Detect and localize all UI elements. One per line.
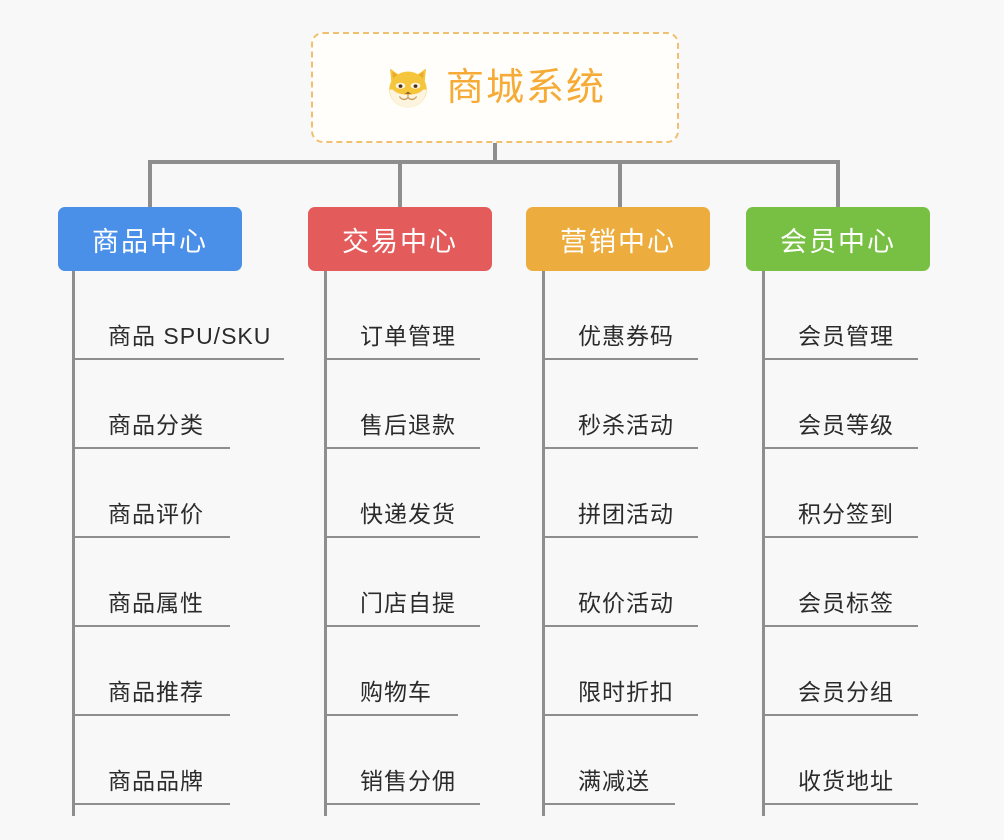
- connector-stem: [493, 143, 497, 162]
- leaf-item[interactable]: 会员管理: [762, 271, 918, 360]
- leaf-underline: [542, 625, 698, 627]
- category-title: 营销中心: [560, 226, 676, 257]
- leaf-label: 积分签到: [798, 501, 894, 527]
- leaf-label: 砍价活动: [578, 590, 674, 616]
- leaf-label: 秒杀活动: [578, 412, 674, 438]
- leaf-item[interactable]: 商品属性: [72, 538, 230, 627]
- leaf-underline: [72, 625, 230, 627]
- leaf-item[interactable]: 拼团活动: [542, 449, 698, 538]
- column-spine: [542, 271, 545, 816]
- category-box-marketing-center[interactable]: 营销中心: [526, 207, 710, 271]
- category-title: 交易中心: [342, 226, 458, 257]
- leaf-underline: [72, 447, 230, 449]
- leaf-label: 会员分组: [798, 679, 894, 705]
- connector-drop-product-center: [148, 160, 152, 208]
- leaf-label: 订单管理: [360, 323, 456, 349]
- leaf-label: 快递发货: [360, 501, 456, 527]
- leaf-underline: [324, 536, 480, 538]
- leaf-item[interactable]: 积分签到: [762, 449, 918, 538]
- leaf-item[interactable]: 秒杀活动: [542, 360, 698, 449]
- leaf-item[interactable]: 收货地址: [762, 716, 918, 805]
- leaf-item[interactable]: 商品推荐: [72, 627, 230, 716]
- connector-drop-marketing-center: [618, 160, 622, 208]
- leaf-underline: [762, 536, 918, 538]
- leaf-label: 商品 SPU/SKU: [108, 323, 272, 349]
- leaf-underline: [324, 625, 480, 627]
- column-spine: [762, 271, 765, 816]
- leaf-underline: [324, 714, 458, 716]
- leaf-item[interactable]: 商品评价: [72, 449, 230, 538]
- leaf-item[interactable]: 砍价活动: [542, 538, 698, 627]
- leaf-label: 会员标签: [798, 590, 894, 616]
- leaf-label: 限时折扣: [578, 679, 674, 705]
- leaf-item[interactable]: 购物车: [324, 627, 458, 716]
- leaf-label: 拼团活动: [578, 501, 674, 527]
- leaf-underline: [72, 536, 230, 538]
- leaf-underline: [324, 803, 480, 805]
- leaf-item[interactable]: 限时折扣: [542, 627, 698, 716]
- leaf-label: 商品分类: [108, 412, 204, 438]
- leaf-underline: [72, 358, 284, 360]
- column-spine: [72, 271, 75, 816]
- leaf-underline: [542, 358, 698, 360]
- leaf-underline: [542, 803, 675, 805]
- leaf-item[interactable]: 订单管理: [324, 271, 480, 360]
- leaf-underline: [72, 714, 230, 716]
- leaf-underline: [324, 358, 480, 360]
- leaf-underline: [542, 447, 698, 449]
- leaf-item[interactable]: 商品分类: [72, 360, 230, 449]
- leaf-underline: [324, 447, 480, 449]
- leaf-item[interactable]: 会员标签: [762, 538, 918, 627]
- category-title: 商品中心: [92, 226, 208, 257]
- root-title: 商城系统: [445, 66, 606, 109]
- leaf-item[interactable]: 满减送: [542, 716, 675, 805]
- leaf-item[interactable]: 优惠券码: [542, 271, 698, 360]
- leaf-label: 会员等级: [798, 412, 894, 438]
- leaf-label: 优惠券码: [578, 323, 674, 349]
- connector-drop-trade-center: [398, 160, 402, 208]
- category-box-member-center[interactable]: 会员中心: [746, 207, 930, 271]
- category-box-product-center[interactable]: 商品中心: [58, 207, 242, 271]
- leaf-label: 门店自提: [360, 590, 456, 616]
- leaf-underline: [762, 358, 918, 360]
- leaf-item[interactable]: 门店自提: [324, 538, 480, 627]
- leaf-label: 收货地址: [798, 768, 894, 794]
- leaf-item[interactable]: 商品品牌: [72, 716, 230, 805]
- category-box-trade-center[interactable]: 交易中心: [308, 207, 492, 271]
- connector-drop-member-center: [836, 160, 840, 208]
- shiba-dog-face-icon: [389, 68, 427, 107]
- leaf-label: 商品推荐: [108, 679, 204, 705]
- leaf-underline: [762, 714, 918, 716]
- leaf-item[interactable]: 会员等级: [762, 360, 918, 449]
- leaf-label: 会员管理: [798, 323, 894, 349]
- leaf-underline: [542, 714, 698, 716]
- leaf-item[interactable]: 售后退款: [324, 360, 480, 449]
- leaf-underline: [72, 803, 230, 805]
- leaf-item[interactable]: 快递发货: [324, 449, 480, 538]
- leaf-label: 商品评价: [108, 501, 204, 527]
- leaf-underline: [762, 447, 918, 449]
- leaf-label: 购物车: [360, 679, 432, 705]
- leaf-label: 满减送: [578, 768, 650, 794]
- leaf-label: 销售分佣: [360, 768, 456, 794]
- root-node[interactable]: 商城系统: [311, 32, 679, 143]
- leaf-underline: [762, 803, 918, 805]
- category-title: 会员中心: [780, 226, 896, 257]
- column-spine: [324, 271, 327, 816]
- leaf-item[interactable]: 会员分组: [762, 627, 918, 716]
- leaf-label: 售后退款: [360, 412, 456, 438]
- leaf-label: 商品属性: [108, 590, 204, 616]
- leaf-underline: [762, 625, 918, 627]
- connector-bar: [148, 160, 840, 164]
- leaf-underline: [542, 536, 698, 538]
- leaf-item[interactable]: 销售分佣: [324, 716, 480, 805]
- leaf-item[interactable]: 商品 SPU/SKU: [72, 271, 284, 360]
- leaf-label: 商品品牌: [108, 768, 204, 794]
